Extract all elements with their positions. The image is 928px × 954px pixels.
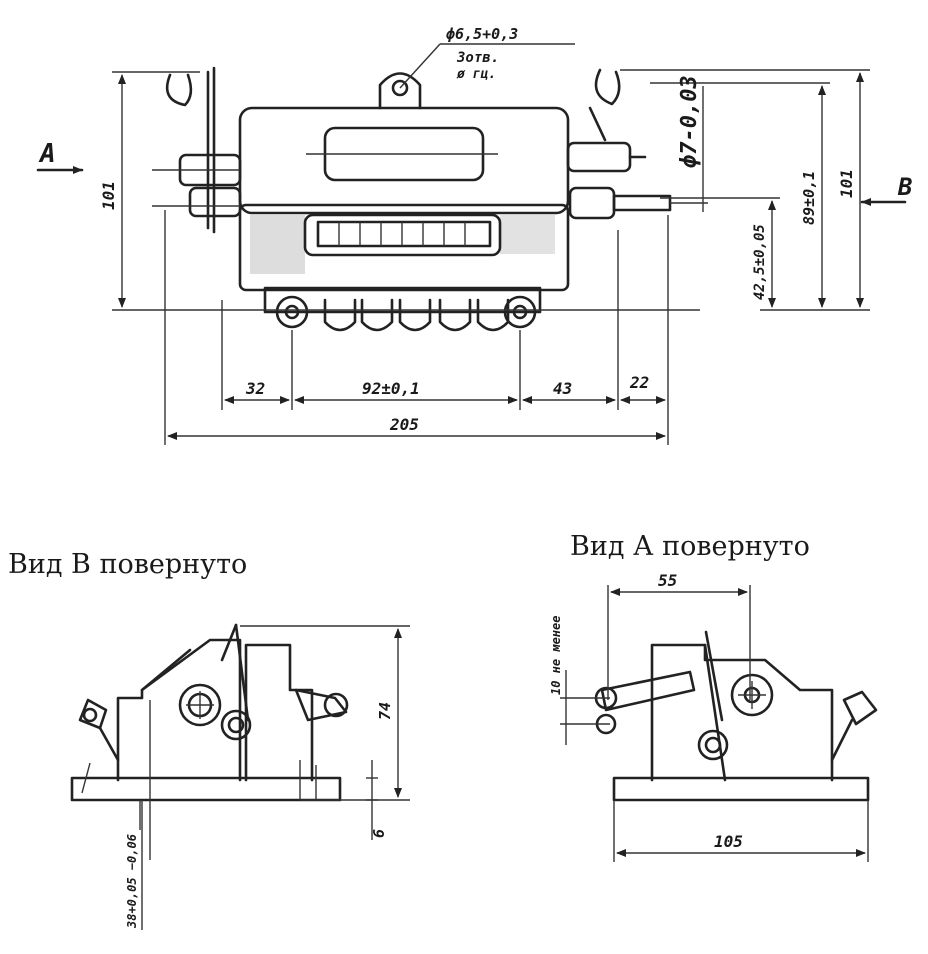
- dim-6: 6: [370, 829, 388, 838]
- right-linkage: [566, 68, 708, 220]
- terminal-cups: [323, 298, 510, 332]
- counter-digit-cells: [338, 222, 466, 246]
- base-plate: [263, 286, 542, 314]
- view-a-title: Вид А повернуто: [570, 531, 810, 562]
- dim-105: 105: [714, 832, 743, 851]
- counter-window: [303, 213, 502, 257]
- label-b: B: [897, 173, 912, 201]
- view-a-body: [650, 643, 834, 782]
- dim-43: 43: [553, 379, 572, 398]
- view-b-gear-small: [220, 709, 252, 741]
- view-b-gear-large: [178, 683, 222, 727]
- view-a-gear-large: [730, 673, 774, 717]
- view-b-title: Вид В повернуто: [8, 549, 247, 580]
- dim-hole-count: 3отв.: [456, 50, 499, 66]
- dim-74: 74: [376, 702, 394, 720]
- view-b: 74 6 38+0,05 −0,06: [70, 623, 410, 930]
- dim-205: 205: [389, 415, 419, 434]
- view-b-base: [70, 776, 342, 802]
- left-linkage: [152, 66, 242, 234]
- dim-92: 92±0,1: [362, 379, 420, 398]
- lower-housing: [238, 203, 570, 292]
- view-a: 55 10 не менее 105: [549, 571, 878, 862]
- dim-32: 32: [245, 379, 265, 398]
- upper-housing: [238, 106, 570, 215]
- dim-42: 42,5±0,05: [752, 224, 768, 300]
- mounting-lug-left: [275, 295, 309, 329]
- dim-101-left: 101: [99, 181, 118, 210]
- dim-55: 55: [658, 571, 677, 590]
- dim-38: 38+0,05 −0,06: [125, 834, 139, 929]
- top-lug: [378, 72, 422, 110]
- label-a: A: [38, 139, 56, 169]
- dim-10: 10 не менее: [549, 616, 563, 695]
- dim-hole-dia: ϕ6,5+0,3: [446, 25, 518, 43]
- dim-89: 89±0,1: [800, 171, 818, 225]
- dim-22: 22: [629, 373, 649, 392]
- main-view: A B 101 101 89±0,1 42,5±0,05 ϕ7-0,03 ϕ6,…: [36, 25, 912, 445]
- dim-pin-dia: ϕ7-0,03: [677, 75, 702, 168]
- view-a-gear-small: [697, 729, 729, 761]
- dim-hole-note: ø гц.: [456, 67, 496, 82]
- view-a-base: [612, 776, 870, 802]
- mounting-lug-right: [503, 295, 537, 329]
- dim-101-right: 101: [837, 169, 856, 198]
